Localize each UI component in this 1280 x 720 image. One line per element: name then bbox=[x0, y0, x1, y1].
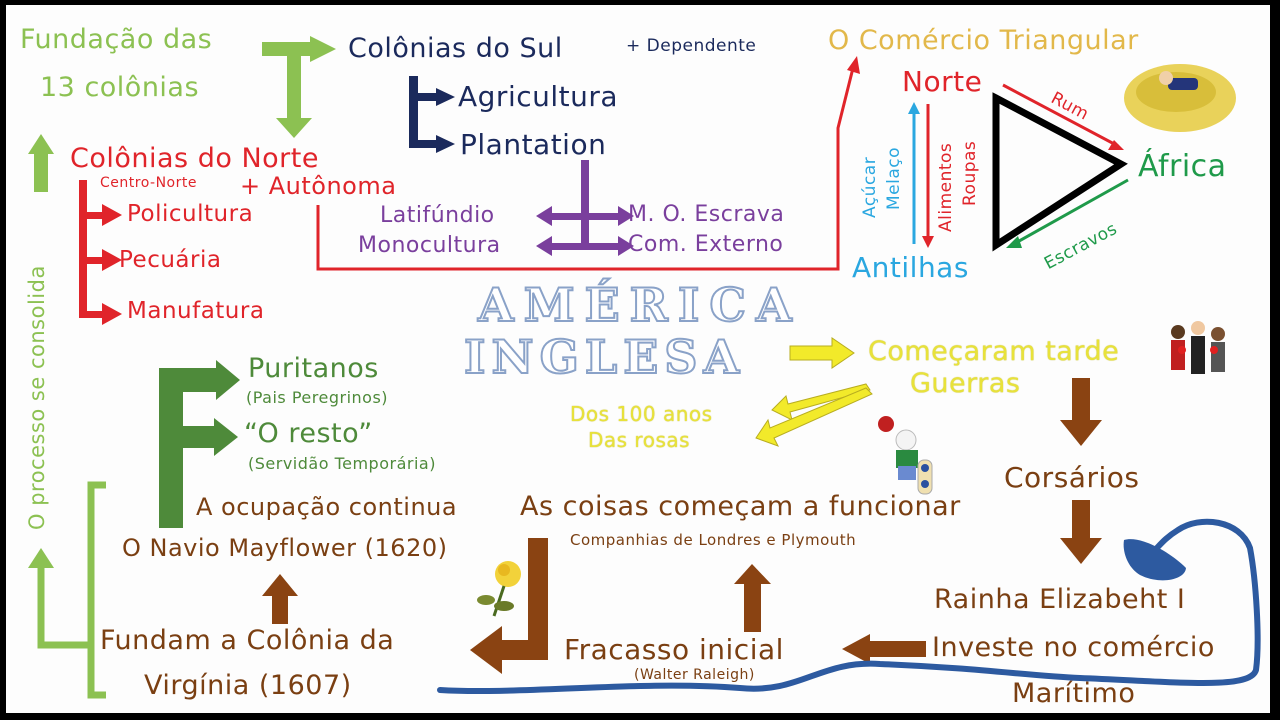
sul-bracket bbox=[409, 76, 455, 153]
process-up-arrow-top bbox=[28, 134, 54, 192]
ocupacao-continua: A ocupação continua bbox=[196, 493, 458, 521]
flow-acucar: Açúcar bbox=[860, 156, 880, 218]
norte-item-manufatura: Manufatura bbox=[127, 298, 265, 324]
fundacao-line2: 13 colônias bbox=[40, 72, 200, 103]
title-inglesa: INGLESA bbox=[463, 330, 746, 384]
node-africa: África bbox=[1138, 149, 1227, 184]
yellow-arrows bbox=[755, 337, 873, 447]
sul-trait-latifundio: Latifúndio bbox=[380, 203, 495, 228]
colonias-norte-title: Colônias do Norte bbox=[70, 143, 319, 174]
sul-item-plantation: Plantation bbox=[460, 128, 607, 161]
annotation-blob bbox=[1123, 539, 1186, 581]
sul-trait-com-externo: Com. Externo bbox=[628, 232, 784, 257]
fundam-colonia-line2: Virgínia (1607) bbox=[144, 670, 352, 701]
o-resto-note: (Servidão Temporária) bbox=[248, 454, 436, 473]
flow-melaco: Melaço bbox=[884, 146, 904, 210]
slide-canvas bbox=[6, 5, 1270, 713]
war-rosas: Das rosas bbox=[588, 428, 691, 452]
flow-alimentos: Alimentos bbox=[936, 142, 956, 232]
hand-drawn-annotation bbox=[437, 518, 1261, 695]
process-up-arrow-bottom bbox=[28, 548, 54, 568]
coisas-funcionar: As coisas começam a funcionar bbox=[520, 491, 961, 522]
colonias-norte-tag: + Autônoma bbox=[240, 172, 397, 200]
corsarios: Corsários bbox=[1004, 461, 1140, 494]
yellow-rose-clipart bbox=[477, 561, 521, 617]
companhias: Companhias de Londres e Plymouth bbox=[570, 531, 857, 549]
processo-consolida-label: O processo se consolida bbox=[25, 265, 49, 530]
process-bracket bbox=[37, 481, 106, 699]
brown-arrows bbox=[262, 378, 1102, 674]
sul-item-agricultura: Agricultura bbox=[458, 80, 619, 113]
norte-bracket bbox=[79, 180, 122, 325]
node-norte: Norte bbox=[902, 65, 983, 98]
puritanos: Puritanos bbox=[248, 353, 379, 384]
title-america: AMÉRICA bbox=[477, 278, 802, 332]
puritanos-note: (Pais Peregrinos) bbox=[246, 388, 389, 407]
boxers-clipart bbox=[1171, 321, 1225, 374]
maritimo: Marítimo bbox=[1012, 678, 1136, 709]
fundacao-line1: Fundação das bbox=[20, 24, 213, 55]
node-antilhas: Antilhas bbox=[852, 251, 969, 284]
sul-trait-mo-escrava: M. O. Escrava bbox=[628, 202, 785, 227]
skater-mouse-clipart bbox=[878, 416, 933, 495]
guerras: Guerras bbox=[910, 368, 1021, 399]
trade-triangle bbox=[992, 92, 1128, 252]
gold-pile-clipart bbox=[1124, 64, 1236, 132]
fundam-colonia-line1: Fundam a Colônia da bbox=[100, 625, 395, 656]
navio-mayflower: O Navio Mayflower (1620) bbox=[122, 534, 448, 562]
norte-item-pecuaria: Pecuária bbox=[119, 247, 222, 273]
colonias-norte-subtitle: Centro-Norte bbox=[100, 175, 197, 191]
investe-comercio: Investe no comércio bbox=[932, 632, 1215, 663]
sul-traits-arrows bbox=[536, 160, 634, 256]
colonias-sul-title: Colônias do Sul bbox=[348, 33, 563, 64]
comecaram-tarde: Começaram tarde bbox=[868, 336, 1120, 367]
o-resto: “O resto” bbox=[244, 418, 373, 449]
rainha-elizabeth: Rainha Elizabeht I bbox=[934, 584, 1186, 615]
flow-roupas: Roupas bbox=[960, 140, 980, 206]
norte-to-comercio-line bbox=[316, 67, 855, 271]
fracasso-note: (Walter Raleigh) bbox=[634, 667, 755, 683]
war-100-anos: Dos 100 anos bbox=[570, 402, 713, 426]
colonos-f-arrows bbox=[159, 360, 240, 528]
colonias-sul-tag: + Dependente bbox=[626, 36, 757, 56]
norte-item-policultura: Policultura bbox=[127, 201, 254, 227]
fracasso-inicial: Fracasso inicial bbox=[564, 633, 784, 666]
sul-trait-monocultura: Monocultura bbox=[358, 233, 501, 258]
fundacao-t-arrow bbox=[262, 36, 336, 138]
comercio-title: O Comércio Triangular bbox=[828, 25, 1139, 56]
